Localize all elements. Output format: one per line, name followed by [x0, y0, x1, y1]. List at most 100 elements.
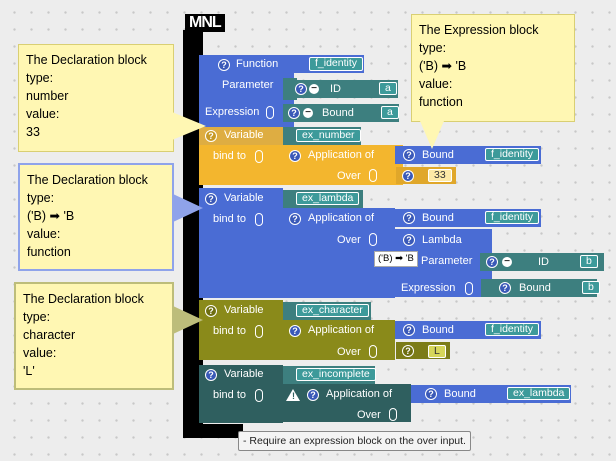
bind-to-label: bind to [213, 389, 247, 401]
function-block[interactable] [199, 55, 294, 127]
callout-line: value: [27, 227, 61, 241]
variable-name-field[interactable]: ex_incomplete [296, 368, 376, 381]
callout-pointer [420, 121, 444, 149]
callout-line: value: [23, 346, 57, 360]
lambda-id-field[interactable]: b [580, 255, 598, 268]
variable-ex-lambda[interactable] [199, 188, 283, 298]
param-id-label: ID [330, 83, 341, 95]
bind-toggle[interactable] [255, 213, 263, 226]
help-icon[interactable]: ? [218, 59, 230, 71]
bound-field[interactable]: f_identity [485, 148, 540, 161]
remove-icon[interactable]: − [309, 84, 319, 94]
help-icon[interactable]: ? [205, 130, 217, 142]
lambda-param-id-block[interactable] [480, 253, 604, 271]
lambda-id-label: ID [538, 256, 549, 268]
application-label: Application of [326, 388, 393, 400]
over-label: Over [357, 409, 381, 421]
lambda-bound-field[interactable]: b [582, 281, 600, 294]
warning-icon[interactable] [286, 389, 300, 401]
help-icon[interactable]: ? [205, 193, 217, 205]
warning-tooltip: - Require an expression block on the ove… [238, 431, 471, 451]
help-icon[interactable]: ? [403, 324, 415, 336]
callout-line: character [23, 328, 76, 342]
bound-field[interactable]: f_identity [485, 211, 540, 224]
bound-label: Bound [422, 324, 454, 336]
remove-icon[interactable]: − [502, 257, 512, 267]
application-block-1[interactable] [283, 145, 403, 185]
lambda-bound-label: Bound [519, 282, 551, 294]
callout-declaration-function: The Declaration block type: ('B) ➡ 'B va… [18, 163, 174, 271]
bind-toggle[interactable] [255, 389, 263, 402]
callout-line: type: [419, 41, 447, 55]
help-icon[interactable]: ? [425, 388, 437, 400]
callout-line: type: [23, 310, 51, 324]
help-icon[interactable]: ? [402, 345, 414, 357]
bound-field[interactable]: f_identity [485, 323, 540, 336]
over-label: Over [337, 346, 361, 358]
variable-label: Variable [224, 304, 264, 316]
help-icon[interactable]: ? [289, 150, 301, 162]
parameter-label: Parameter [222, 79, 274, 91]
number-field[interactable]: 33 [428, 169, 452, 182]
help-icon[interactable]: ? [402, 170, 414, 182]
callout-line: value: [26, 107, 60, 121]
callout-pointer [173, 306, 203, 334]
help-icon[interactable]: ? [499, 282, 511, 294]
variable-name-field[interactable]: ex_character [296, 304, 369, 317]
remove-icon[interactable]: − [303, 108, 313, 118]
help-icon[interactable]: ? [289, 213, 301, 225]
bound-label: Bound [422, 212, 454, 224]
variable-name-field[interactable]: ex_lambda [296, 192, 360, 205]
callout-line: ('B) ➡ 'B [27, 209, 75, 223]
over-toggle[interactable] [369, 169, 377, 182]
over-label: Over [337, 234, 361, 246]
variable-label: Variable [224, 129, 264, 141]
help-icon[interactable]: ? [205, 305, 217, 317]
help-icon[interactable]: ? [403, 149, 415, 161]
application-label: Application of [308, 149, 375, 161]
character-field[interactable]: L [428, 345, 446, 358]
callout-expression: The Expression block type: ('B) ➡ 'B val… [411, 14, 575, 122]
callout-line: The Declaration block [27, 173, 148, 187]
over-toggle[interactable] [369, 233, 377, 246]
expression-label: Expression [205, 106, 260, 118]
lambda-bound-block[interactable] [481, 279, 597, 297]
program-spine-bottom [183, 424, 243, 438]
variable-name-field[interactable]: ex_number [296, 129, 361, 142]
variable-label: Variable [224, 368, 264, 380]
expression-bound-label: Bound [322, 107, 354, 119]
over-toggle[interactable] [369, 345, 377, 358]
callout-declaration-character: The Declaration block type: character va… [14, 282, 174, 390]
bind-toggle[interactable] [255, 325, 263, 338]
callout-pointer [172, 112, 206, 140]
help-icon[interactable]: ? [205, 369, 217, 381]
help-icon[interactable]: ? [403, 212, 415, 224]
callout-declaration-number: The Declaration block type: number value… [18, 44, 174, 152]
param-id-field[interactable]: a [379, 82, 397, 95]
callout-line: type: [26, 71, 54, 85]
callout-line: function [27, 245, 71, 259]
callout-line: 'L' [23, 364, 35, 378]
expression-bound-block[interactable] [283, 104, 399, 122]
bind-toggle[interactable] [255, 150, 263, 163]
lambda-parameter-label: Parameter [421, 255, 473, 267]
lambda-expression-toggle[interactable] [465, 282, 473, 295]
help-icon[interactable]: ? [288, 107, 300, 119]
variable-label: Variable [224, 192, 264, 204]
callout-line: The Expression block [419, 23, 539, 37]
callout-line: number [26, 89, 69, 103]
help-icon[interactable]: ? [486, 256, 498, 268]
lambda-expression-label: Expression [401, 282, 456, 294]
help-icon[interactable]: ? [307, 389, 319, 401]
over-toggle[interactable] [389, 408, 397, 421]
help-icon[interactable]: ? [403, 234, 415, 246]
function-name-field[interactable]: f_identity [309, 57, 364, 71]
bound-field[interactable]: ex_lambda [507, 387, 571, 400]
expression-bound-field[interactable]: a [381, 106, 399, 119]
variable-highlight [199, 127, 283, 145]
callout-line: 33 [26, 125, 40, 139]
expression-toggle[interactable] [266, 106, 274, 119]
application-label: Application of [308, 324, 375, 336]
help-icon[interactable]: ? [295, 83, 307, 95]
help-icon[interactable]: ? [289, 325, 301, 337]
